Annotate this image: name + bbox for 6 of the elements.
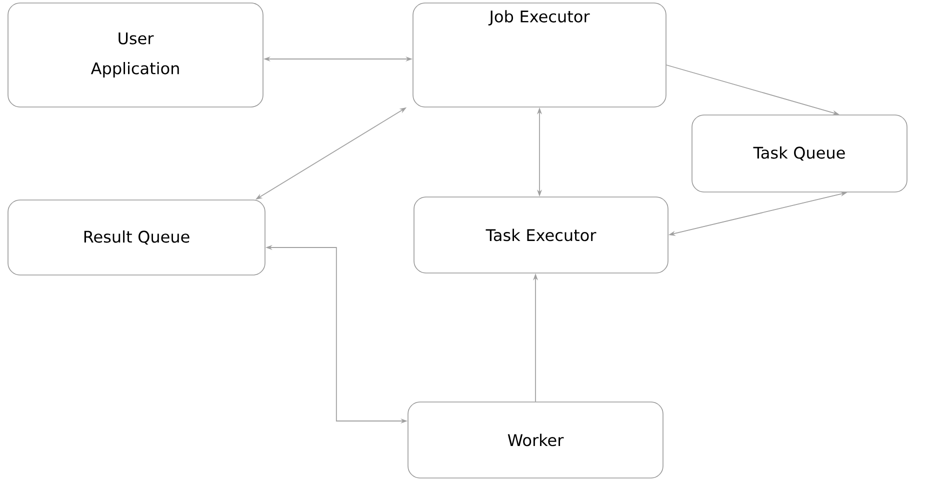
process-box: Job Executor [412, 2, 666, 108]
process-box: Result Queue [8, 200, 266, 276]
process-box: Task Executor [414, 196, 668, 274]
process-box: Task Queue [692, 114, 908, 192]
process-box: User Application [8, 2, 264, 108]
process-box: Worker [408, 402, 664, 478]
